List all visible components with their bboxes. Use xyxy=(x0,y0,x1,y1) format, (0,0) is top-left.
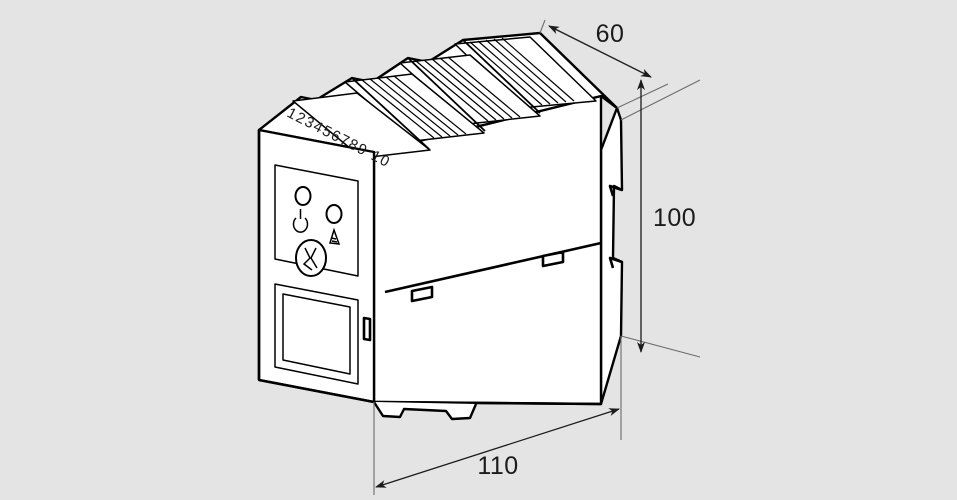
fault-led xyxy=(325,204,343,224)
panel-side-tab xyxy=(362,316,372,342)
ext-line-height-top xyxy=(620,79,701,121)
reset-button[interactable] xyxy=(295,239,327,277)
dim-line-width xyxy=(375,408,620,488)
dimension-label-depth: 60 xyxy=(596,20,625,48)
vent-slot-lower xyxy=(410,285,434,303)
dimension-height-100: 100 xyxy=(620,79,701,358)
display-window-inner xyxy=(282,293,351,375)
right-notch-lower xyxy=(608,256,623,269)
front-panel-indicators xyxy=(292,186,343,277)
power-symbol-icon xyxy=(292,209,309,233)
top-terminal-fins xyxy=(292,32,618,159)
dimension-width-110: 110 xyxy=(373,336,622,495)
ext-line-height-bottom xyxy=(620,335,701,358)
right-notch-upper xyxy=(608,184,623,197)
right-side-face xyxy=(599,106,624,406)
front-face-seam xyxy=(384,241,602,294)
dimension-label-width: 110 xyxy=(477,452,518,480)
ext-line-depth-b xyxy=(616,83,669,109)
dim-line-depth xyxy=(548,25,652,78)
lightning-bolt-icon xyxy=(302,247,318,271)
vent-slot-upper xyxy=(541,250,565,268)
dimension-label-height: 100 xyxy=(653,204,696,232)
ext-line-depth-a xyxy=(539,19,546,34)
device-foot xyxy=(372,401,478,421)
warning-triangle-icon xyxy=(329,227,341,245)
power-led xyxy=(294,186,312,206)
device-body: 123456789 10 xyxy=(257,31,624,421)
